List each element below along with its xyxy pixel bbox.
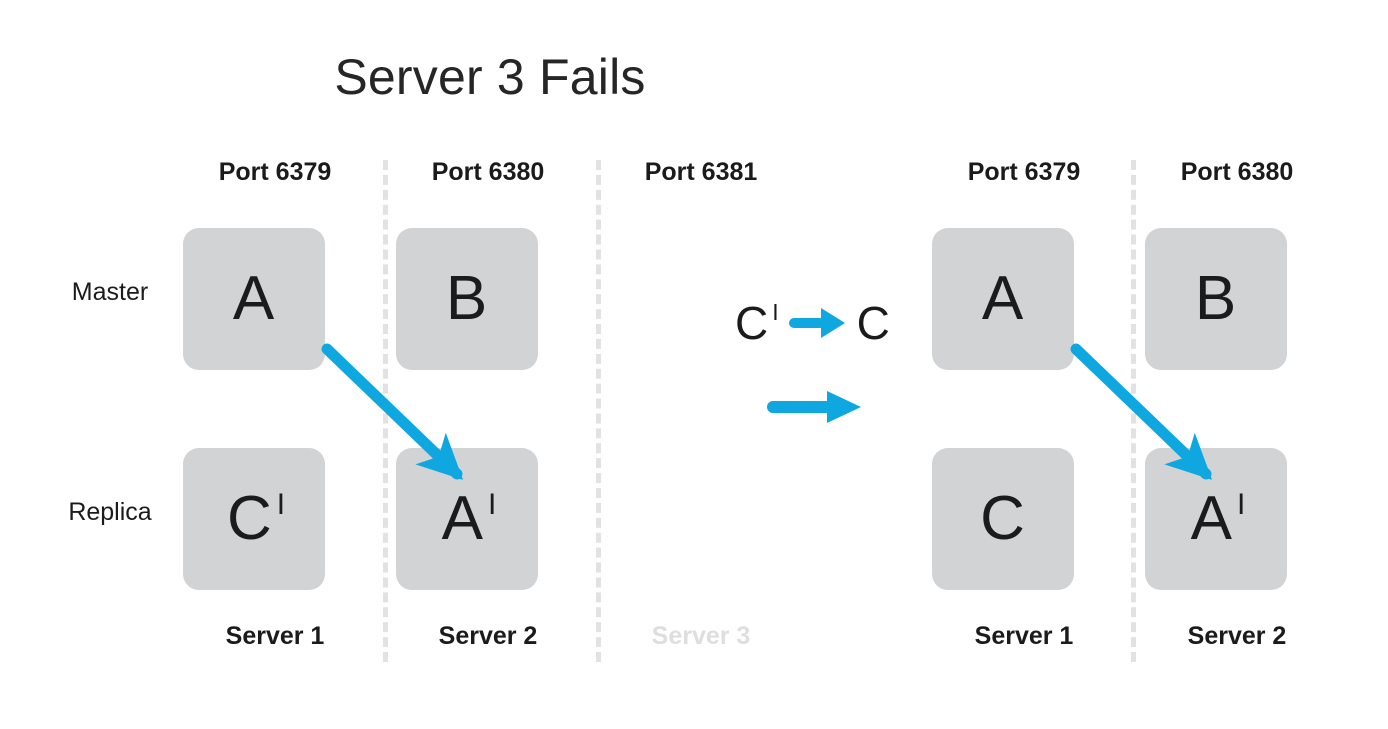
transition-arrow <box>765 388 865 431</box>
node-label: A <box>981 264 1024 333</box>
page-title: Server 3 Fails <box>334 49 646 105</box>
node-label: A <box>232 264 275 333</box>
server-name-failed: Server 3 <box>651 622 751 650</box>
server-name: Server 2 <box>1187 622 1287 650</box>
node-label: C <box>980 484 1025 553</box>
node-label: B <box>445 264 488 333</box>
port-label: Port 6379 <box>967 158 1081 186</box>
server-name: Server 1 <box>974 622 1074 650</box>
server-name: Server 2 <box>438 622 538 650</box>
node-replica-c[interactable]: C <box>932 448 1074 590</box>
right-arrow-icon <box>787 306 849 340</box>
server-column-after-1: Port 6379 A C Server 1 <box>921 158 1127 668</box>
port-label: Port 6381 <box>644 158 758 186</box>
port-label: Port 6379 <box>218 158 332 186</box>
node-master-a[interactable]: A <box>183 228 325 370</box>
divider-before-2 <box>596 160 601 662</box>
legend-term-to: C <box>856 297 890 349</box>
port-label: Port 6380 <box>1180 158 1294 186</box>
row-label-master: Master <box>71 278 149 306</box>
row-label-replica: Replica <box>68 498 152 526</box>
server-column-before-3: Port 6381 Server 3 <box>598 158 804 668</box>
server-name: Server 1 <box>225 622 325 650</box>
node-master-b[interactable]: B <box>396 228 538 370</box>
node-label: B <box>1194 264 1237 333</box>
port-label: Port 6380 <box>431 158 545 186</box>
node-master-a[interactable]: A <box>932 228 1074 370</box>
right-arrow-icon <box>765 388 865 426</box>
node-master-b[interactable]: B <box>1145 228 1287 370</box>
